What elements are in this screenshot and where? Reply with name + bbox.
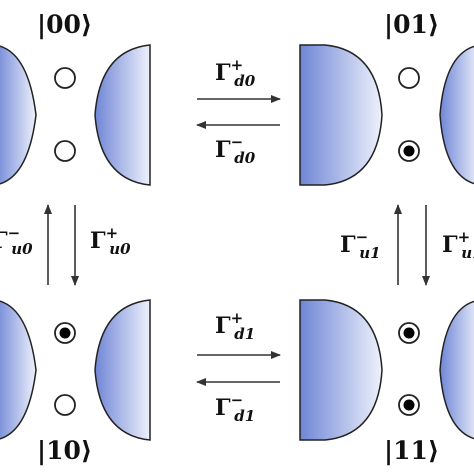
dot-bottom-11-fill (403, 399, 415, 411)
state-11: |11⟩ (299, 299, 474, 465)
lens-left-00 (0, 45, 37, 185)
lens-left-10 (0, 300, 37, 440)
state-10: |10⟩ (0, 299, 151, 465)
rate-label-left-inner: Γ+u0 (90, 224, 131, 258)
dot-top-11-fill (403, 327, 415, 339)
dot-bottom-00 (54, 140, 76, 162)
state-00: |00⟩ (0, 10, 151, 186)
lens-right-10 (94, 299, 151, 441)
lens-right-11 (439, 300, 474, 440)
state-label-11: |11⟩ (384, 436, 439, 465)
state-label-10: |10⟩ (37, 436, 92, 465)
state-01: |01⟩ (299, 10, 474, 186)
dot-top-01 (398, 67, 420, 89)
state-label-00: |00⟩ (37, 10, 92, 39)
state-label-01: |01⟩ (384, 10, 439, 39)
lens-left-11 (299, 299, 383, 441)
dot-top-00 (54, 67, 76, 89)
dot-bottom-01-fill (403, 145, 415, 157)
lens-left-01 (299, 44, 383, 186)
rate-label-bottom-backward: Γ−d1 (215, 391, 255, 425)
lens-right-00 (94, 44, 151, 186)
dot-bottom-10 (54, 394, 76, 416)
rate-label-top-backward: Γ−d0 (215, 133, 256, 167)
rate-label-left-outer: Γ−u0 (0, 224, 33, 258)
dot-top-10-fill (59, 327, 71, 339)
rate-label-right-inner: Γ−u1 (340, 228, 381, 262)
rate-label-bottom-forward: Γ+d1 (215, 309, 255, 343)
rate-label-right-outer: Γ+u1 (442, 228, 474, 262)
rate-label-top-forward: Γ+d0 (215, 56, 256, 90)
lens-right-01 (439, 45, 474, 185)
